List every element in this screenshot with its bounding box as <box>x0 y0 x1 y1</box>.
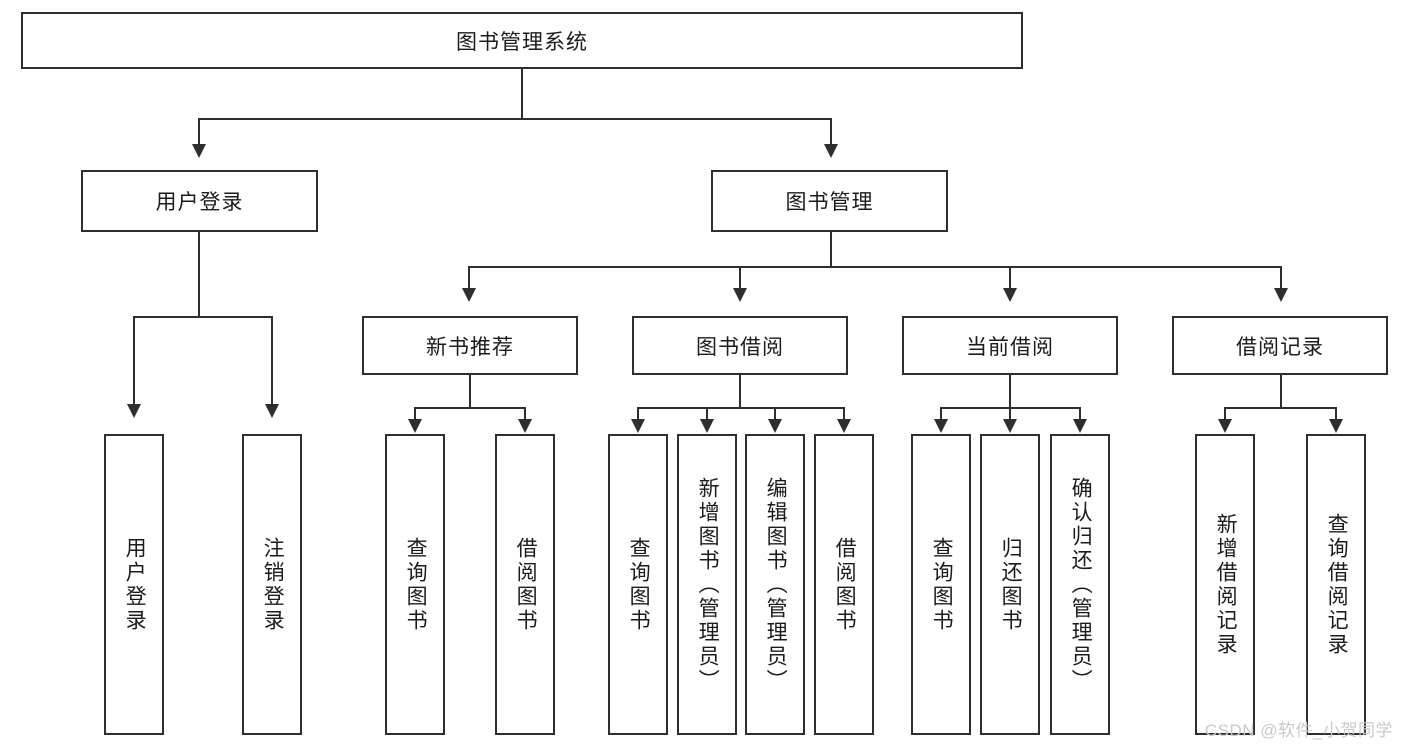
leaf-query-book-recommend[interactable]: 查询图书 <box>385 434 445 735</box>
edge-borrow-record-to-leaf-2 <box>1335 407 1337 421</box>
node-label: 用户登录 <box>155 191 244 214</box>
edge-root-bar <box>198 118 832 120</box>
leaf-query-book-borrow[interactable]: 查询图书 <box>608 434 668 735</box>
arrow-user-login-to-leaf-2 <box>265 404 279 418</box>
node-label: 确认归还（管理员） <box>1069 476 1093 693</box>
leaf-confirm-return-admin[interactable]: 确认归还（管理员） <box>1050 434 1110 735</box>
edge-book-management-to-borrow-record <box>1280 266 1282 290</box>
leaf-add-book-admin[interactable]: 新增图书（管理员） <box>677 434 737 735</box>
node-label: 借阅图书 <box>833 536 857 633</box>
edge-current-borrow-stem <box>1009 375 1011 408</box>
edge-new-book-to-leaf-1 <box>414 407 416 421</box>
leaf-borrow-book-recommend[interactable]: 借阅图书 <box>495 434 555 735</box>
arrow-borrow-record-to-leaf-1 <box>1218 419 1232 433</box>
edge-book-management-to-new-book <box>468 266 470 290</box>
edge-borrow-record-bar <box>1224 407 1337 409</box>
node-label: 图书管理系统 <box>456 30 588 54</box>
edge-borrow-record-stem <box>1280 375 1282 408</box>
node-label: 借阅记录 <box>1236 335 1324 359</box>
node-book-borrow[interactable]: 图书借阅 <box>632 316 848 375</box>
edge-new-book-stem <box>469 375 471 408</box>
node-borrow-record[interactable]: 借阅记录 <box>1172 316 1388 375</box>
leaf-logout[interactable]: 注销登录 <box>242 434 302 735</box>
arrow-current-borrow-to-leaf-3 <box>1073 419 1087 433</box>
watermark-text: CSDN @软件_小贺同学 <box>1204 721 1393 740</box>
arrow-book-management-to-borrow-record <box>1274 288 1288 302</box>
node-label: 查询图书 <box>930 536 954 633</box>
leaf-user-login[interactable]: 用户登录 <box>104 434 164 735</box>
edge-current-borrow-to-leaf-3 <box>1079 407 1081 421</box>
edge-book-borrow-stem <box>739 375 741 408</box>
arrow-book-borrow-to-leaf-4 <box>837 419 851 433</box>
edge-book-management-to-current-borrow <box>1009 266 1011 290</box>
edge-borrow-record-to-leaf-1 <box>1224 407 1226 421</box>
node-label: 查询图书 <box>404 536 428 633</box>
leaf-add-borrow-record[interactable]: 新增借阅记录 <box>1195 434 1255 735</box>
edge-root-to-user-login <box>198 118 200 146</box>
arrow-book-borrow-to-leaf-1 <box>631 419 645 433</box>
edge-current-borrow-to-leaf-2 <box>1009 407 1011 421</box>
node-label: 查询借阅记录 <box>1325 512 1349 657</box>
edge-book-borrow-to-leaf-3 <box>774 407 776 421</box>
arrow-book-management-to-current-borrow <box>1003 288 1017 302</box>
arrow-book-management-to-new-book <box>462 288 476 302</box>
node-label: 新书推荐 <box>426 335 514 359</box>
node-label: 新增图书（管理员） <box>696 476 720 693</box>
arrow-book-management-to-book-borrow <box>733 288 747 302</box>
arrow-borrow-record-to-leaf-2 <box>1329 419 1343 433</box>
arrow-book-borrow-to-leaf-2 <box>700 419 714 433</box>
node-label: 新增借阅记录 <box>1214 512 1238 657</box>
edge-book-management-bar <box>468 266 1282 268</box>
edge-user-login-bar <box>133 316 273 318</box>
edge-new-book-to-leaf-2 <box>524 407 526 421</box>
node-root-book-management-system[interactable]: 图书管理系统 <box>21 12 1023 69</box>
edge-user-login-to-leaf-1 <box>133 316 135 406</box>
edge-book-management-stem <box>830 232 832 267</box>
edge-root-stem <box>521 69 523 119</box>
edge-book-borrow-to-leaf-4 <box>843 407 845 421</box>
node-label: 归还图书 <box>999 536 1023 633</box>
node-label: 查询图书 <box>627 536 651 633</box>
arrow-new-book-to-leaf-1 <box>408 419 422 433</box>
edge-book-management-to-book-borrow <box>739 266 741 290</box>
node-label: 当前借阅 <box>966 335 1054 359</box>
arrow-current-borrow-to-leaf-1 <box>934 419 948 433</box>
arrow-user-login-to-leaf-1 <box>127 404 141 418</box>
node-label: 图书借阅 <box>696 335 784 359</box>
leaf-query-borrow-record[interactable]: 查询借阅记录 <box>1306 434 1366 735</box>
node-label: 借阅图书 <box>514 536 538 633</box>
arrow-root-to-user-login <box>192 144 206 158</box>
node-label: 注销登录 <box>261 536 285 633</box>
node-label: 用户登录 <box>123 536 147 633</box>
edge-new-book-bar <box>414 407 526 409</box>
node-label: 图书管理 <box>785 191 874 214</box>
node-new-book-recommend[interactable]: 新书推荐 <box>362 316 578 375</box>
arrow-new-book-to-leaf-2 <box>518 419 532 433</box>
leaf-query-book-current[interactable]: 查询图书 <box>911 434 971 735</box>
arrow-book-borrow-to-leaf-3 <box>768 419 782 433</box>
edge-user-login-to-leaf-2 <box>271 316 273 406</box>
leaf-return-book[interactable]: 归还图书 <box>980 434 1040 735</box>
node-current-borrow[interactable]: 当前借阅 <box>902 316 1118 375</box>
edge-book-borrow-to-leaf-1 <box>637 407 639 421</box>
edge-root-to-book-management <box>830 118 832 146</box>
node-user-login[interactable]: 用户登录 <box>81 170 318 232</box>
leaf-edit-book-admin[interactable]: 编辑图书（管理员） <box>745 434 805 735</box>
node-book-management[interactable]: 图书管理 <box>711 170 948 232</box>
edge-book-borrow-to-leaf-2 <box>706 407 708 421</box>
node-label: 编辑图书（管理员） <box>764 476 788 693</box>
arrow-root-to-book-management <box>824 144 838 158</box>
edge-user-login-stem <box>198 232 200 317</box>
leaf-borrow-book[interactable]: 借阅图书 <box>814 434 874 735</box>
edge-book-borrow-bar <box>637 407 845 409</box>
arrow-current-borrow-to-leaf-2 <box>1003 419 1017 433</box>
edge-current-borrow-to-leaf-1 <box>940 407 942 421</box>
